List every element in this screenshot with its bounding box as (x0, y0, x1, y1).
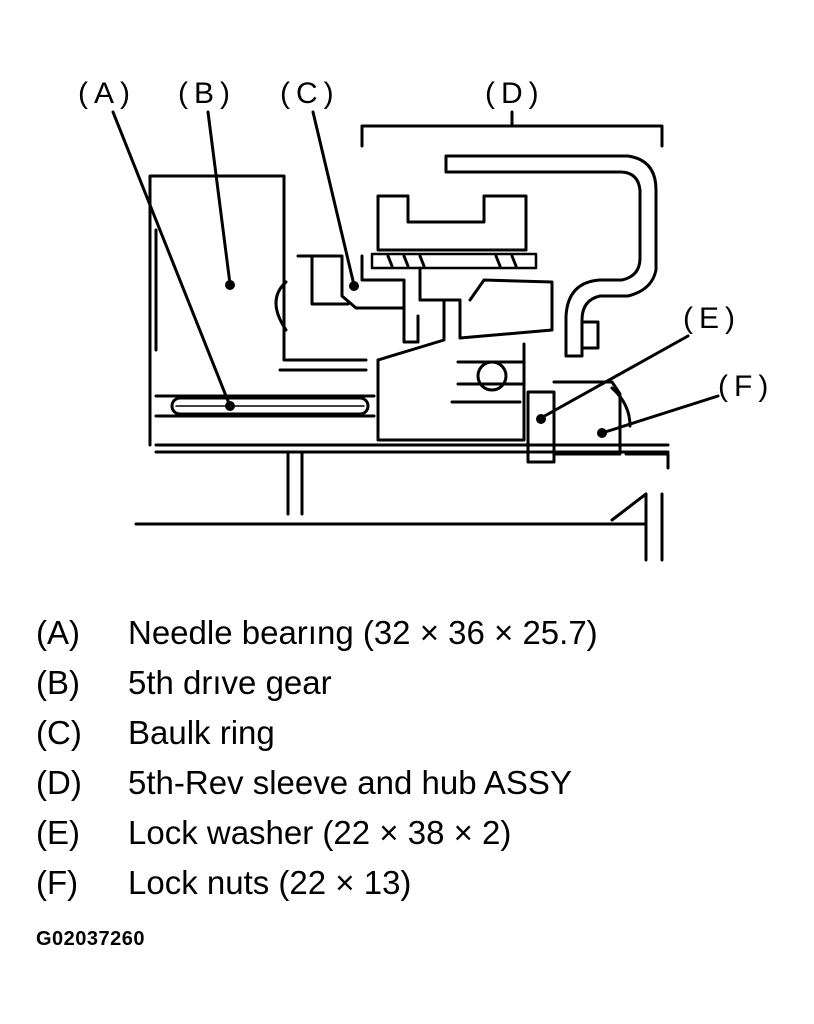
leader-line-a (111, 110, 232, 408)
callout-a-label: (A) (78, 77, 136, 110)
legend-description: Baulk ring (128, 714, 275, 751)
leader-dot-e (536, 414, 546, 424)
main-shaft (134, 443, 670, 562)
lock-nut (552, 380, 622, 456)
synchro-hub-assembly (370, 194, 554, 442)
callout-b-label: (B) (178, 77, 236, 110)
callout-e-label: (E) (683, 302, 741, 335)
legend-description: Lock washer (22 × 38 × 2) (128, 814, 512, 851)
legend-description: Needle bearıng (32 × 36 × 25.7) (128, 614, 598, 651)
transmission-cross-section-diagram: (A) (B) (C) (D) (E) (F) (78, 77, 774, 562)
callout-c-label: (C) (280, 77, 340, 110)
figure-code: G02037260 (36, 928, 146, 950)
legend-description: 5th drıve gear (128, 664, 332, 701)
legend-key: (D) (36, 764, 82, 801)
leader-line-e (539, 334, 690, 420)
fifth-drive-gear (148, 174, 376, 447)
leader-dot-b (225, 280, 235, 290)
baulk-ring (296, 254, 420, 344)
needle-bearing (170, 396, 370, 416)
legend-description: 5th-Rev sleeve and hub ASSY (128, 764, 572, 801)
legend-key: (A) (36, 614, 80, 651)
legend-key: (F) (36, 864, 79, 901)
legend-key: (B) (36, 664, 80, 701)
legend-description: Lock nuts (22 × 13) (128, 864, 412, 901)
fork-bolt (582, 320, 600, 350)
callout-f-label: (F) (718, 370, 774, 403)
legend-key: (E) (36, 814, 80, 851)
leader-line-c (311, 110, 356, 287)
leader-line-b (206, 110, 232, 286)
legend-key: (C) (36, 714, 82, 751)
callout-d-bracket (360, 110, 664, 148)
lock-washer (526, 390, 556, 464)
nut-angle-arc (610, 386, 632, 428)
leader-dot-f (597, 428, 607, 438)
leader-dot-c (349, 281, 359, 291)
shift-fork (444, 154, 658, 358)
callout-d-label: (D) (485, 77, 545, 110)
